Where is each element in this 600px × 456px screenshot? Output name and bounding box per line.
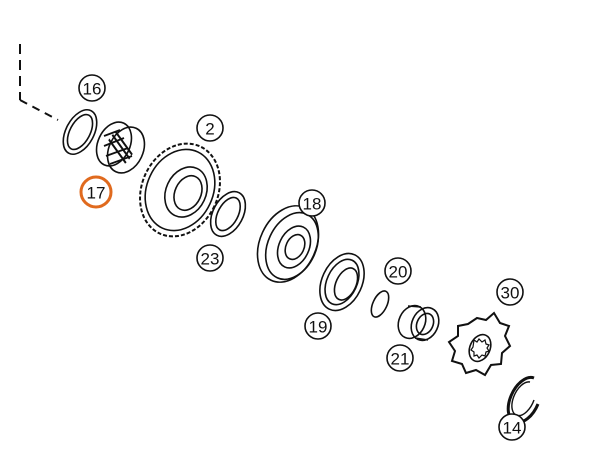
svg-text:2: 2 xyxy=(205,120,214,139)
callout-21[interactable]: 21 xyxy=(386,344,414,372)
svg-text:16: 16 xyxy=(83,80,102,99)
callout-23[interactable]: 23 xyxy=(196,244,224,272)
svg-text:18: 18 xyxy=(303,195,322,214)
svg-text:14: 14 xyxy=(503,419,522,438)
part-19-bushing xyxy=(319,252,365,312)
callout-16[interactable]: 16 xyxy=(78,74,106,102)
svg-text:17: 17 xyxy=(87,184,106,203)
part-14-circlip xyxy=(506,375,540,425)
callout-17-highlighted[interactable]: 17 xyxy=(79,175,113,209)
callout-19[interactable]: 19 xyxy=(304,312,332,340)
callout-14[interactable]: 14 xyxy=(498,413,526,441)
part-21-spacer xyxy=(397,304,440,342)
svg-text:20: 20 xyxy=(389,263,408,282)
callout-20[interactable]: 20 xyxy=(384,257,412,285)
part-20-o-ring xyxy=(370,290,390,318)
part-16-washer xyxy=(62,109,98,155)
callout-30[interactable]: 30 xyxy=(496,278,524,306)
part-2-gear xyxy=(139,142,221,238)
part-23-washer xyxy=(209,190,247,238)
callout-18[interactable]: 18 xyxy=(298,189,326,217)
callout-2[interactable]: 2 xyxy=(196,114,224,142)
part-30-sprocket xyxy=(447,311,512,377)
svg-text:23: 23 xyxy=(201,250,220,269)
axis-leader xyxy=(19,44,59,121)
svg-text:21: 21 xyxy=(391,350,410,369)
svg-text:30: 30 xyxy=(501,284,520,303)
part-17-needle-bearing xyxy=(95,121,146,174)
svg-text:19: 19 xyxy=(309,318,328,337)
